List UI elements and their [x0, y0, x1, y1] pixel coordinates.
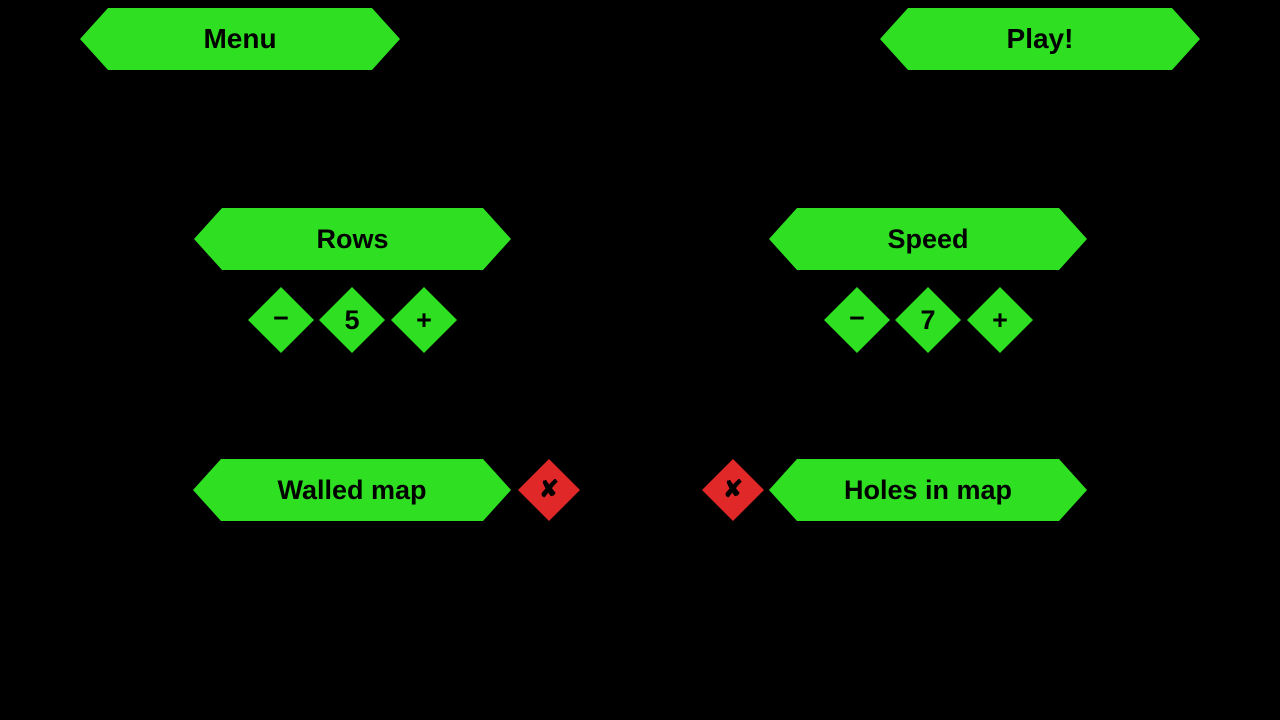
menu-button[interactable]: Menu: [80, 8, 400, 70]
play-button-label: Play!: [1006, 23, 1074, 54]
speed-setting-title-bar: Speed: [769, 208, 1087, 270]
minus-icon: −: [273, 302, 289, 333]
play-button[interactable]: Play!: [880, 8, 1200, 70]
speed-decrement-button[interactable]: −: [824, 287, 890, 353]
walled-map-setting-title-bar: Walled map: [193, 459, 511, 521]
holes-in-map-setting-label: Holes in map: [843, 474, 1013, 505]
plus-icon: +: [416, 304, 432, 335]
holes-in-map-toggle-button[interactable]: ✘: [702, 459, 764, 521]
rows-value-text: 5: [344, 304, 360, 335]
speed-value-display: 7: [895, 287, 961, 353]
walled-map-toggle-button[interactable]: ✘: [518, 459, 580, 521]
rows-increment-button[interactable]: +: [391, 287, 457, 353]
rows-setting-label: Rows: [316, 223, 389, 254]
minus-icon: −: [849, 302, 865, 333]
holes-in-map-setting-title-bar: Holes in map: [769, 459, 1087, 521]
cross-icon: ✘: [722, 476, 744, 503]
menu-button-label: Menu: [203, 23, 277, 54]
rows-decrement-button[interactable]: −: [248, 287, 314, 353]
speed-increment-button[interactable]: +: [967, 287, 1033, 353]
plus-icon: +: [992, 304, 1008, 335]
speed-value-text: 7: [920, 304, 936, 335]
walled-map-setting-label: Walled map: [277, 474, 427, 505]
cross-icon: ✘: [538, 476, 560, 503]
speed-setting-label: Speed: [887, 223, 969, 254]
rows-value-display: 5: [319, 287, 385, 353]
rows-setting-title-bar: Rows: [194, 208, 511, 270]
